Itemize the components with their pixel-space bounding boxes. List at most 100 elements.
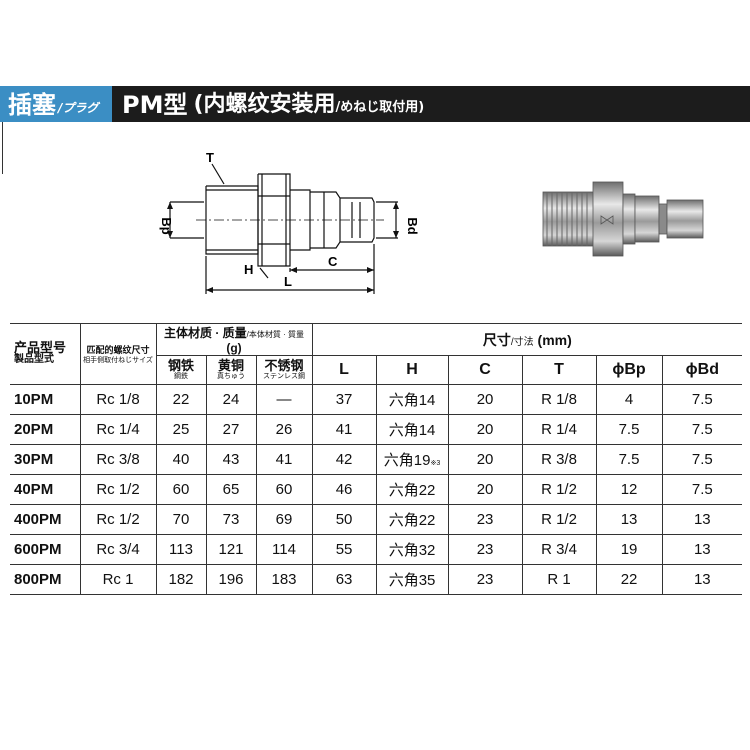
cell-C: 20	[448, 384, 523, 415]
spec-table: 产品型号 製品型式 匹配的螺纹尺寸 相手側取付ねじサイズ 主体材质 · 质量/本…	[10, 323, 743, 595]
cell-thread: Rc 1/2	[80, 504, 157, 535]
header-Bp: ϕBp	[596, 355, 663, 385]
cell-H: 六角22	[376, 474, 449, 505]
cell-model: 10PM	[10, 384, 81, 415]
cell-T: R 1/4	[522, 414, 597, 445]
cell-H: 六角32	[376, 534, 449, 565]
cell-L: 63	[312, 564, 377, 595]
dimension-drawing: T Bp Bd H C L	[159, 150, 420, 294]
cell-ss: 26	[256, 414, 313, 445]
cell-brass: 43	[206, 444, 257, 475]
cell-L: 50	[312, 504, 377, 535]
divider	[2, 122, 3, 174]
cell-L: 41	[312, 414, 377, 445]
cell-Bp: 7.5	[596, 444, 663, 475]
cell-Bp: 7.5	[596, 414, 663, 445]
label-Bd: Bd	[405, 217, 420, 234]
cell-model: 30PM	[10, 444, 81, 475]
label-Bp: Bp	[159, 217, 174, 234]
cell-thread: Rc 1	[80, 564, 157, 595]
product-photo	[542, 181, 704, 257]
cell-H: 六角22	[376, 504, 449, 535]
category-tag-main: 插塞	[8, 91, 56, 119]
cell-T: R 1/2	[522, 474, 597, 505]
cell-T: R 1	[522, 564, 597, 595]
cell-thread: Rc 1/4	[80, 414, 157, 445]
header-row-2: 钢铁鋼鉄 黄铜真ちゅう 不锈钢ステンレス鋼 L H C T ϕBp ϕBd	[10, 355, 743, 385]
title-main: PM型	[122, 91, 188, 119]
header-dimensions: 尺寸/寸法 (mm)	[312, 323, 743, 356]
cell-Bp: 12	[596, 474, 663, 505]
cell-brass: 121	[206, 534, 257, 565]
cell-L: 42	[312, 444, 377, 475]
cell-Bp: 13	[596, 504, 663, 535]
cell-C: 23	[448, 504, 523, 535]
category-tag: 插塞 /プラグ	[0, 86, 112, 122]
cell-Bd: 7.5	[691, 481, 713, 498]
cell-C: 20	[448, 444, 523, 475]
cell-Bd: 7.5	[691, 421, 713, 438]
cell-C: 20	[448, 414, 523, 445]
title-sub: /めねじ取付用)	[335, 100, 425, 115]
cell-model: 600PM	[10, 534, 81, 565]
cell-Bd: 13	[693, 541, 711, 558]
label-L: L	[284, 274, 292, 289]
cell-Bp: 4	[596, 384, 663, 415]
cell-model: 400PM	[10, 504, 81, 535]
cell-model: 20PM	[10, 414, 81, 445]
cell-brass: 24	[206, 384, 257, 415]
cell-ss: 114	[256, 534, 313, 565]
cell-T: R 1/8	[522, 384, 597, 415]
cell-brass: 73	[206, 504, 257, 535]
cell-ss: 183	[256, 564, 313, 595]
label-H: H	[244, 262, 253, 277]
cell-T: R 3/4	[522, 534, 597, 565]
cell-L: 46	[312, 474, 377, 505]
cell-C: 23	[448, 564, 523, 595]
cell-brass: 27	[206, 414, 257, 445]
category-tag-sub: /プラグ	[58, 101, 99, 115]
cell-C: 20	[448, 474, 523, 505]
cell-L: 55	[312, 534, 377, 565]
cell-steel: 70	[156, 504, 207, 535]
cell-H-note: ※3	[430, 460, 441, 467]
cell-H: 六角14	[376, 384, 449, 415]
cell-H: 六角14	[376, 414, 449, 445]
cell-ss: 41	[256, 444, 313, 475]
cell-thread: Rc 3/8	[80, 444, 157, 475]
header-stainless: 不锈钢ステンレス鋼	[256, 355, 313, 385]
header-model: 产品型号 製品型式	[10, 323, 81, 385]
cell-T: R 3/8	[522, 444, 597, 475]
cell-brass: 65	[206, 474, 257, 505]
header-L: L	[312, 355, 377, 385]
cell-T: R 1/2	[522, 504, 597, 535]
cell-H: 六角35	[376, 564, 449, 595]
cell-Bp: 19	[596, 534, 663, 565]
cell-steel: 113	[156, 534, 207, 565]
title-paren: (内螺纹安装用	[193, 92, 336, 117]
label-C: C	[328, 254, 338, 269]
cell-steel: 60	[156, 474, 207, 505]
header-T: T	[522, 355, 597, 385]
cell-C: 23	[448, 534, 523, 565]
header-mass: 主体材质 · 质量/本体材質 · 質量 (g)	[156, 323, 313, 356]
header-Bd: ϕBd	[685, 361, 719, 378]
cell-brass: 196	[206, 564, 257, 595]
cell-ss: —	[256, 384, 313, 415]
cell-thread: Rc 1/2	[80, 474, 157, 505]
title-banner: 插塞 /プラグ PM型 (内螺纹安装用 /めねじ取付用)	[0, 86, 750, 122]
cell-steel: 40	[156, 444, 207, 475]
cell-thread: Rc 3/4	[80, 534, 157, 565]
cell-thread: Rc 1/8	[80, 384, 157, 415]
label-T: T	[206, 150, 214, 165]
header-C: C	[448, 355, 523, 385]
cell-steel: 25	[156, 414, 207, 445]
header-steel: 钢铁鋼鉄	[156, 355, 207, 385]
